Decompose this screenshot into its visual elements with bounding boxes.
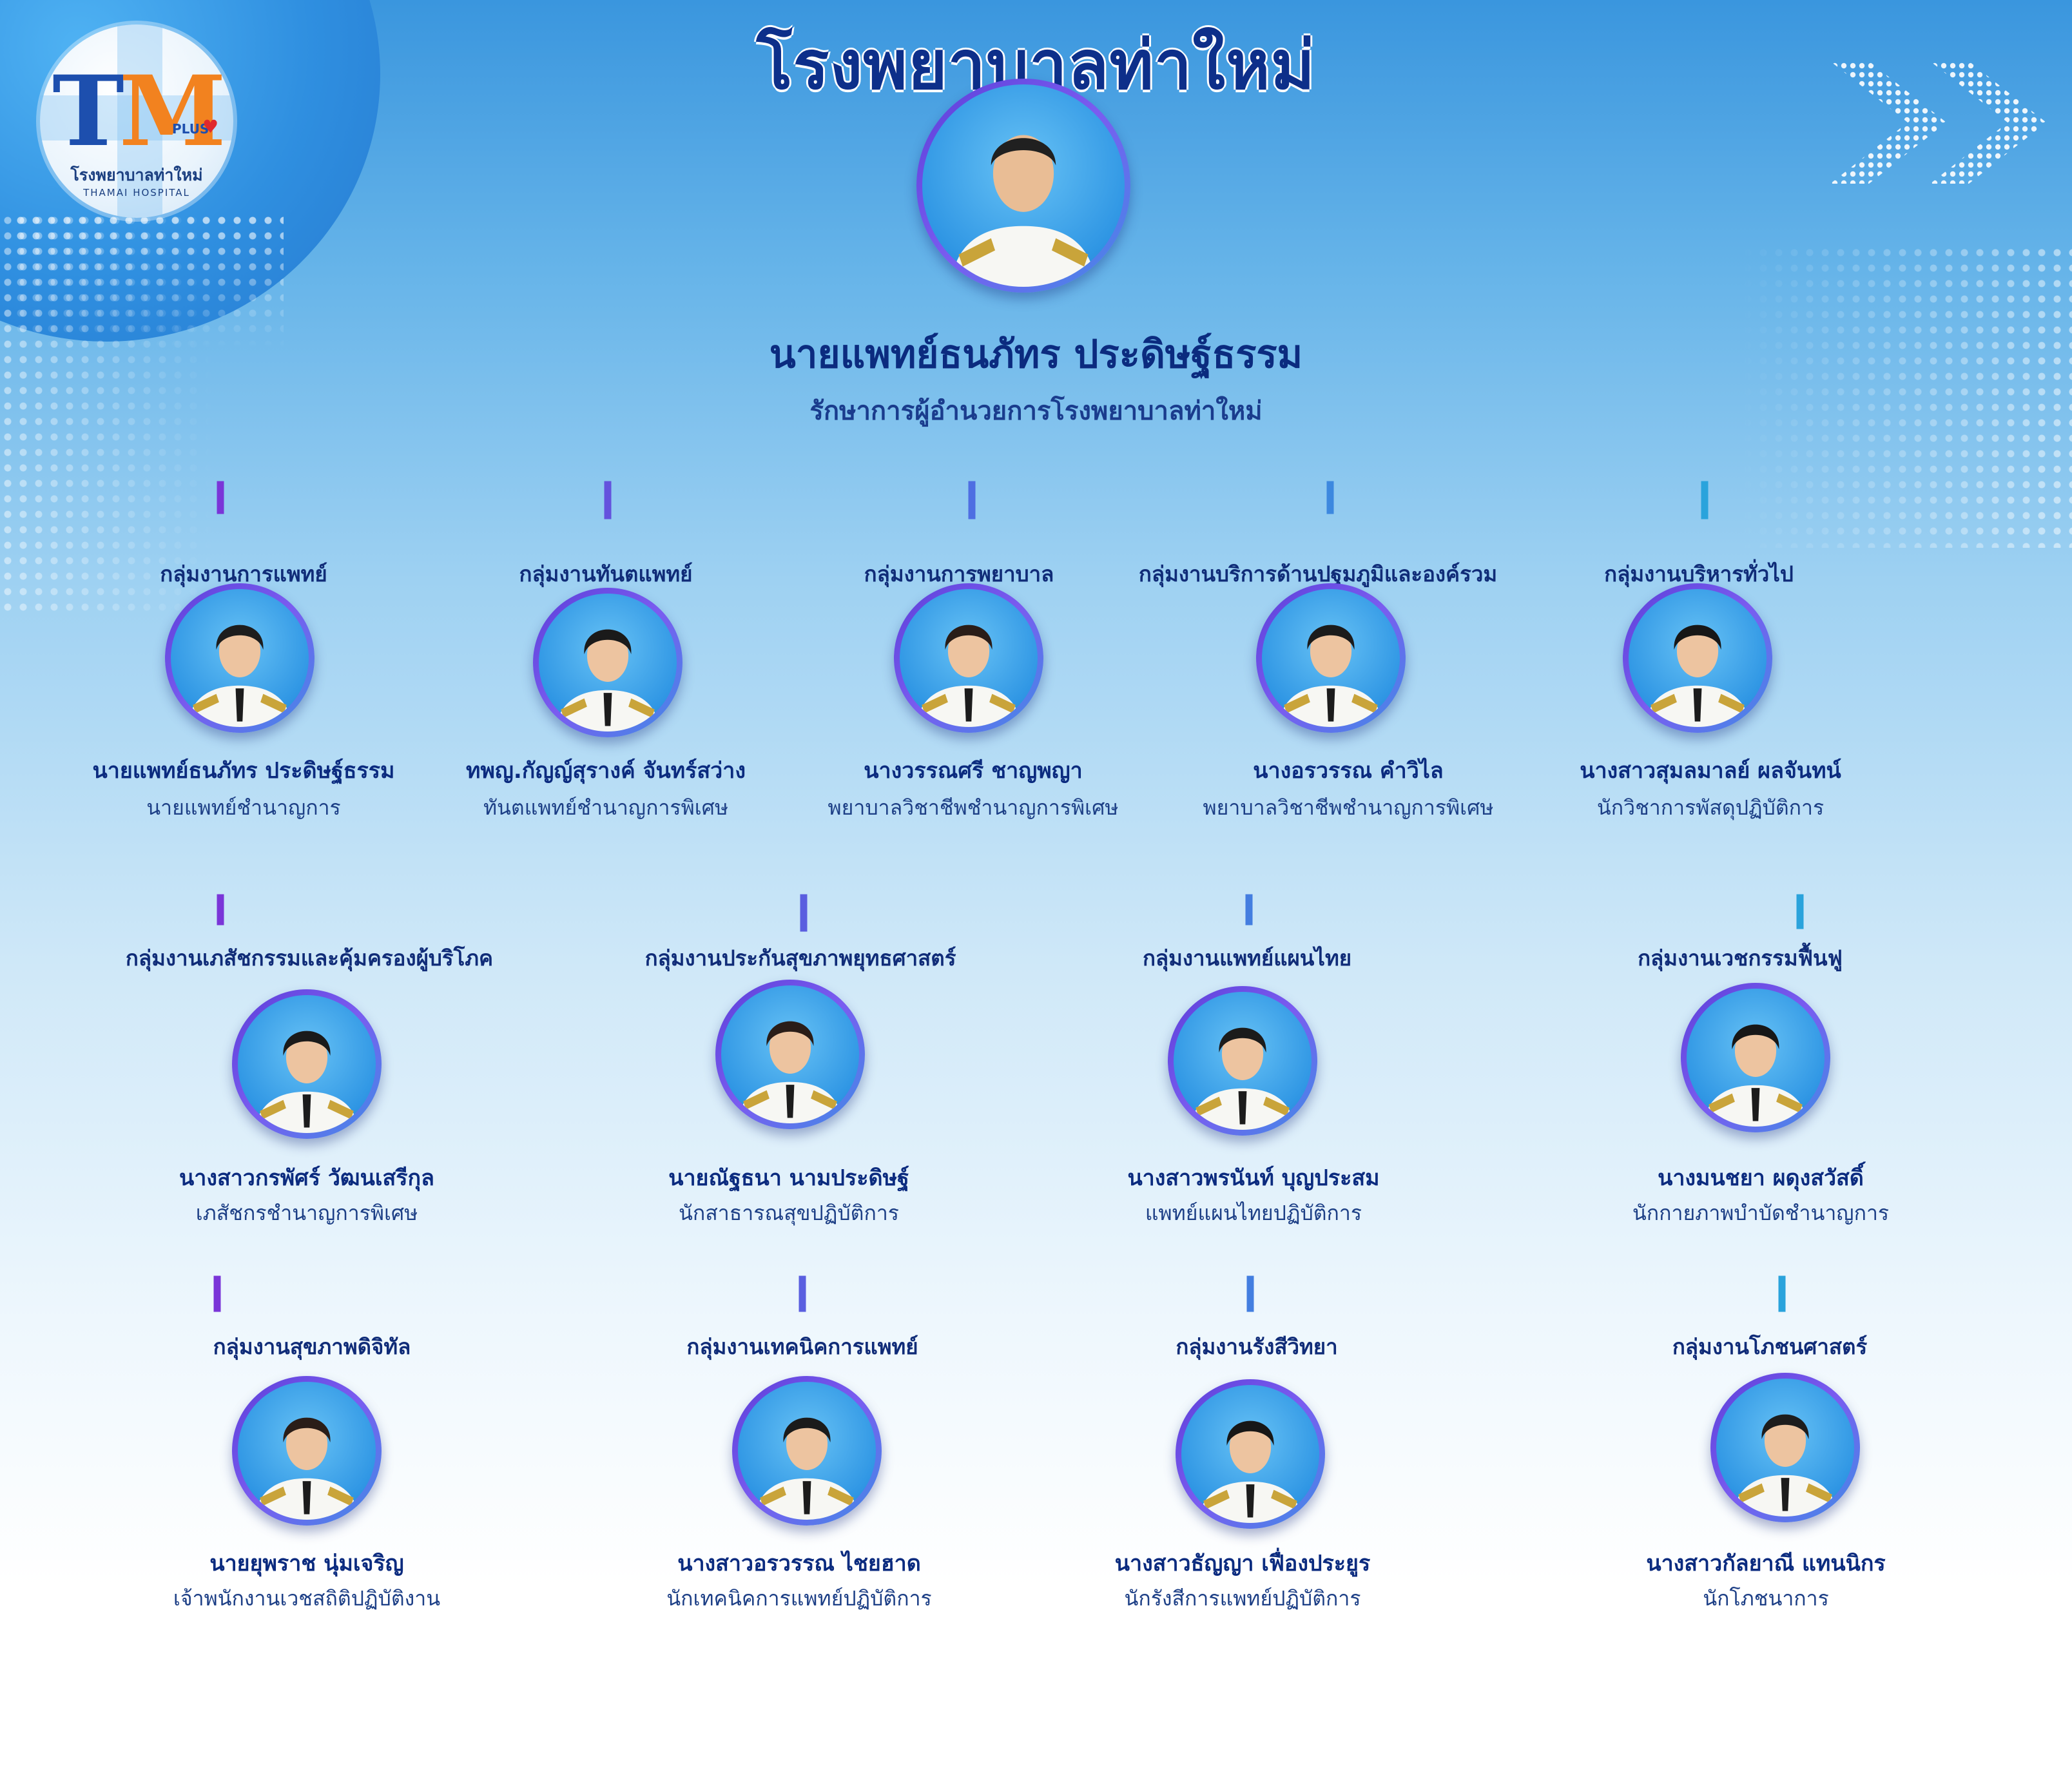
department-label: กลุ่มงานประกันสุขภาพยุทธศาสตร์ [644, 945, 956, 971]
member-avatar [1710, 1373, 1860, 1522]
person-icon [254, 1031, 360, 1133]
member-name: นางวรรณศรี ชาญพญา [864, 758, 1083, 784]
member-avatar [1681, 983, 1830, 1132]
department-label: กลุ่มงานเวชกรรมฟื้นฟู [1638, 945, 1843, 971]
department-label: กลุ่มงานบริหารทั่วไป [1604, 561, 1794, 586]
department-label: กลุ่มงานทันตแพทย์ [519, 561, 693, 586]
member-name: นางอรวรรณ คำวิไล [1253, 758, 1444, 784]
member-position: นักกายภาพบำบัดชำนาญการ [1632, 1201, 1890, 1225]
member-avatar [1256, 583, 1406, 733]
member-name: ทพญ.กัญญ์สุรางค์ จันทร์สว่าง [466, 758, 746, 784]
person-icon [1645, 625, 1750, 727]
member-name: นางมนชยา ผดุงสวัสดิ์ [1658, 1165, 1864, 1191]
member-position: เจ้าพนักงานเวชสถิติปฏิบัติงาน [173, 1586, 441, 1611]
member-name: นางสาวอรวรรณ ไชยฮาด [677, 1551, 921, 1576]
member-avatar [232, 989, 382, 1139]
hospital-logo: TM PLUS ♥ โรงพยาบาลท่าใหม่ THAMAI HOSPIT… [40, 24, 233, 218]
person-icon [1732, 1414, 1838, 1516]
department-label: กลุ่มงานเภสัชกรรมและคุ้มครองผู้บริโภค [125, 945, 494, 971]
person-icon [1703, 1024, 1808, 1127]
member-avatar [715, 980, 865, 1129]
department-label: กลุ่มงานการพยาบาล [864, 561, 1054, 586]
department-label: กลุ่มงานรังสีวิทยา [1176, 1334, 1338, 1359]
member-name: นายยุพราช นุ่มเจริญ [209, 1551, 404, 1576]
member-position: เภสัชกรชำนาญการพิเศษ [195, 1201, 418, 1225]
department-label: กลุ่มงานเทคนิคการแพทย์ [686, 1334, 918, 1359]
person-icon [916, 625, 1021, 727]
department-label: กลุ่มงานการแพทย์ [160, 561, 327, 586]
chevron-decoration-icon [1830, 61, 1946, 184]
member-position: นักโภชนาการ [1703, 1586, 1829, 1611]
member-position: นักรังสีการแพทย์ปฏิบัติการ [1124, 1586, 1361, 1611]
member-position: นักเทคนิคการแพทย์ปฏิบัติการ [666, 1586, 932, 1611]
member-position: นักสาธารณสุขปฏิบัติการ [679, 1201, 899, 1225]
department-label: กลุ่มงานบริการด้านปฐมภูมิและองค์รวม [1138, 561, 1498, 586]
member-position: นายแพทย์ชำนาญการ [146, 795, 341, 820]
department-label: กลุ่มงานโภชนศาสตร์ [1672, 1334, 1868, 1359]
department-label: กลุ่มงานแพทย์แผนไทย [1142, 945, 1352, 971]
member-name: นางสาวกรพัศร์ วัฒนเสรีกุล [179, 1165, 434, 1191]
member-avatar [1623, 583, 1772, 733]
member-name: นางสาวกัลยาณี แทนนิกร [1646, 1551, 1886, 1576]
heart-icon: ♥ [202, 116, 219, 137]
person-icon [1190, 1027, 1295, 1130]
member-name: นางสาวสุมลมาลย์ ผลจันทน์ [1580, 758, 1841, 784]
person-icon [187, 625, 293, 727]
member-position: ทันตแพทย์ชำนาญการพิเศษ [483, 795, 729, 820]
person-icon [555, 629, 661, 731]
member-name: นางสาวธัญญา เฟื่องประยูร [1114, 1551, 1371, 1576]
member-avatar [232, 1376, 382, 1526]
member-avatar [894, 583, 1043, 733]
person-icon [950, 135, 1097, 287]
member-avatar [1176, 1379, 1325, 1529]
member-name: นายแพทย์ธนภัทร ประดิษฐ์ธรรม [92, 758, 395, 784]
director-name: นายแพทย์ธนภัทร ประดิษฐ์ธรรม [769, 332, 1303, 377]
member-position: แพทย์แผนไทยปฏิบัติการ [1145, 1201, 1362, 1225]
director-position: รักษาการผู้อำนวยการโรงพยาบาลท่าใหม่ [809, 396, 1263, 426]
person-icon [254, 1417, 360, 1520]
dot-pattern-left-top [13, 213, 284, 348]
dot-pattern-right [1740, 245, 2072, 548]
member-position: พยาบาลวิชาชีพชำนาญการพิเศษ [828, 795, 1119, 820]
director-avatar [916, 79, 1130, 293]
member-avatar [165, 583, 315, 733]
member-position: นักวิชาการพัสดุปฏิบัติการ [1596, 795, 1825, 820]
chevron-decoration-icon [1930, 61, 2046, 184]
person-icon [1278, 625, 1384, 727]
member-position: พยาบาลวิชาชีพชำนาญการพิเศษ [1203, 795, 1494, 820]
member-name: นายณัฐธนา นามประดิษฐ์ [668, 1165, 909, 1191]
person-icon [754, 1417, 860, 1520]
person-icon [1197, 1420, 1303, 1523]
department-label: กลุ่มงานสุขภาพดิจิทัล [213, 1334, 411, 1359]
member-avatar [732, 1376, 882, 1526]
member-avatar [533, 588, 683, 737]
member-name: นางสาวพรนันท์ บุญประสม [1127, 1165, 1380, 1191]
person-icon [737, 1021, 843, 1123]
member-avatar [1168, 986, 1317, 1136]
